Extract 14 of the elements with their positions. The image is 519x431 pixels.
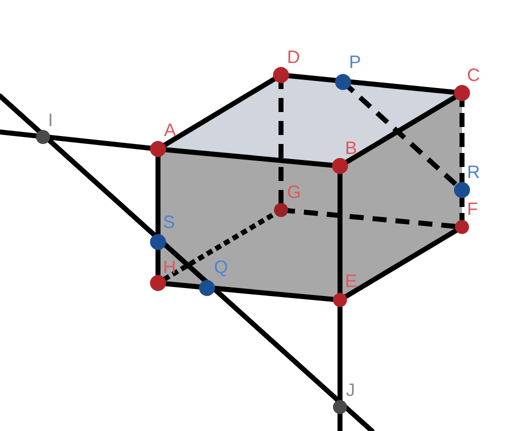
point-label: G xyxy=(287,183,302,201)
point-label: A xyxy=(164,121,176,139)
point-label: I xyxy=(48,111,54,129)
point-label: H xyxy=(163,258,176,276)
point-label: F xyxy=(467,200,478,218)
point-label: R xyxy=(467,163,480,181)
point-label: Q xyxy=(214,258,228,276)
point-label: C xyxy=(467,66,480,84)
point-label: E xyxy=(345,272,358,290)
point-label: B xyxy=(345,139,358,157)
point-label: P xyxy=(349,53,362,71)
point-label: S xyxy=(163,213,176,231)
point-label: D xyxy=(287,48,300,66)
point-label: J xyxy=(346,381,355,399)
